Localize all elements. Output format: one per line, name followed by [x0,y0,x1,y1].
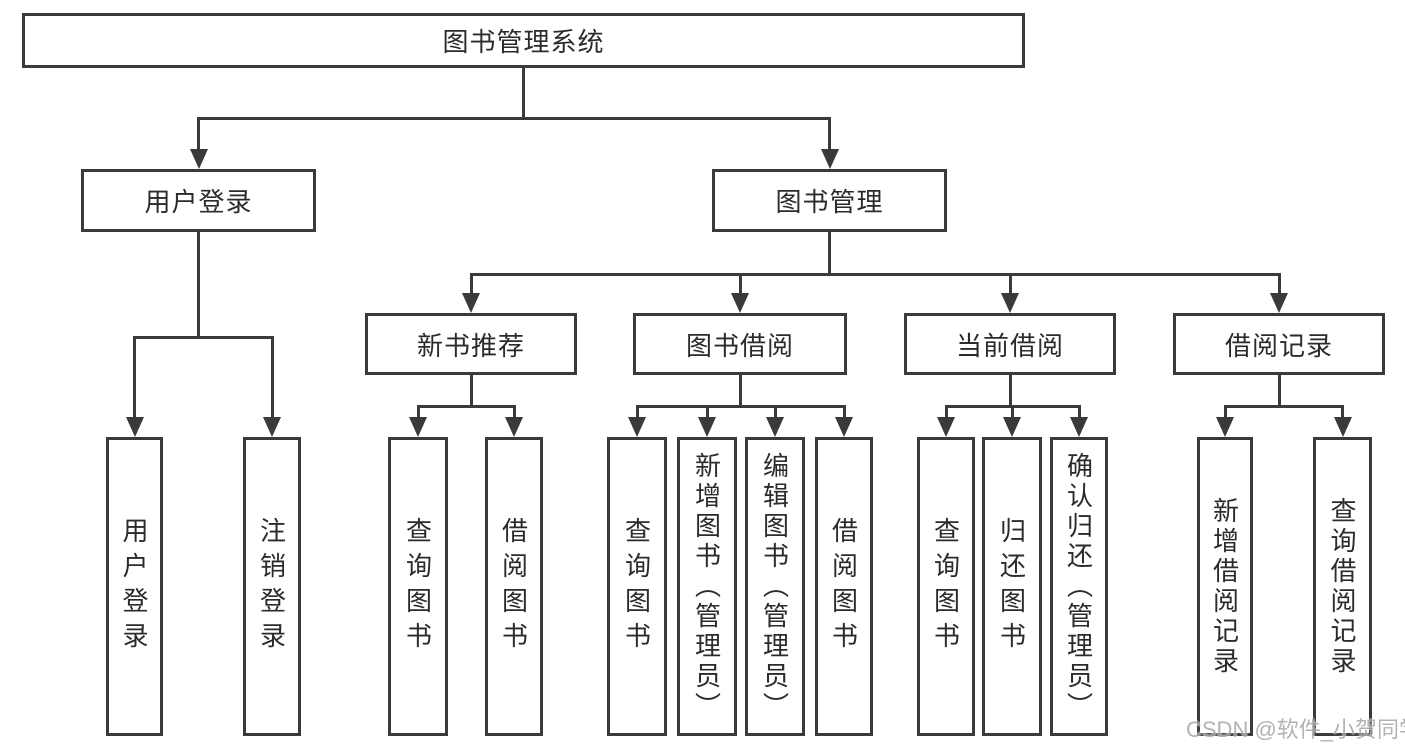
connector-userlogin-rail [133,336,274,339]
arrowhead-down-icon [126,417,144,437]
connector-shaft [197,117,200,151]
node-root: 图书管理系统 [22,13,1025,68]
node-book-management-label: 图书管理 [775,187,884,217]
node-user-login: 用户登录 [81,169,316,232]
arrowhead-down-icon [409,417,427,437]
connector-shaft [513,405,516,419]
node-book-borrowing: 图书借阅 [633,313,847,375]
leaf-return-books: 归还图书 [982,437,1042,736]
node-root-label: 图书管理系统 [442,27,605,57]
connector-shaft [739,273,742,295]
connector-shaft [1011,405,1014,419]
connector-records-stem [1278,375,1281,408]
connector-current-stem [1009,375,1012,408]
leaf-logout: 注销登录 [243,437,301,736]
leaf-borrow-books: 借阅图书 [815,437,873,736]
connector-level2-rail [470,273,1281,276]
leaf-edit-books-admin: 编辑图书（管理员） [745,437,805,736]
leaf-query-borrow-record: 查询借阅记录 [1313,437,1372,736]
node-borrowing-records: 借阅记录 [1173,313,1385,375]
arrowhead-down-icon [698,417,716,437]
arrowhead-down-icon [937,417,955,437]
leaf-borrow-books-recommend: 借阅图书 [485,437,543,736]
arrowhead-down-icon [190,149,208,169]
node-current-borrowing-label: 当前借阅 [955,330,1064,361]
leaf-confirm-return-admin: 确认归还（管理员） [1050,437,1108,736]
leaf-query-books-recommend-label: 查询图书 [402,516,433,657]
connector-shaft [774,405,777,419]
leaf-add-books-admin-label: 新增图书（管理员） [691,451,722,722]
connector-newbooks-rail [417,405,516,408]
leaf-borrow-books-recommend-label: 借阅图书 [498,516,529,657]
node-new-book-recommend-label: 新书推荐 [416,330,525,361]
leaf-query-books-recommend: 查询图书 [388,437,448,736]
connector-shaft [828,117,831,151]
node-book-management: 图书管理 [712,169,947,232]
leaf-edit-books-admin-label: 编辑图书（管理员） [759,451,790,722]
arrowhead-down-icon [821,149,839,169]
arrowhead-down-icon [1270,293,1288,313]
leaf-user-login-label: 用户登录 [119,516,149,657]
leaf-user-login: 用户登录 [106,437,163,736]
arrowhead-down-icon [1070,417,1088,437]
leaf-borrow-books-label: 借阅图书 [828,516,859,657]
node-current-borrowing: 当前借阅 [904,313,1116,375]
leaf-query-books-borrowing-label: 查询图书 [621,516,652,657]
connector-root-stem [522,68,525,120]
connector-shaft [945,405,948,419]
connector-level1-rail [197,117,831,120]
leaf-add-borrow-record: 新增借阅记录 [1197,437,1253,736]
leaf-logout-label: 注销登录 [256,516,287,657]
arrowhead-down-icon [1216,417,1234,437]
arrowhead-down-icon [462,293,480,313]
leaf-return-books-label: 归还图书 [996,516,1027,657]
arrowhead-down-icon [731,293,749,313]
connector-shaft [706,405,709,419]
connector-shaft [271,336,274,419]
leaf-query-books-current-label: 查询图书 [930,516,961,657]
leaf-query-borrow-record-label: 查询借阅记录 [1327,496,1357,677]
leaf-add-books-admin: 新增图书（管理员） [677,437,737,736]
node-borrowing-records-label: 借阅记录 [1224,330,1333,361]
arrowhead-down-icon [263,417,281,437]
connector-shaft [1278,273,1281,295]
connector-shaft [133,336,136,419]
node-user-login-label: 用户登录 [144,187,253,217]
connector-newbooks-stem [470,375,473,408]
leaf-query-books-borrowing: 查询图书 [607,437,667,736]
connector-records-rail [1224,405,1344,408]
leaf-confirm-return-admin-label: 确认归还（管理员） [1063,451,1094,722]
arrowhead-down-icon [835,417,853,437]
arrowhead-down-icon [766,417,784,437]
connector-bookmgmt-stem [828,232,831,276]
arrowhead-down-icon [1003,417,1021,437]
node-new-book-recommend: 新书推荐 [365,313,577,375]
connector-borrowing-stem [739,375,742,408]
arrowhead-down-icon [1001,293,1019,313]
leaf-add-borrow-record-label: 新增借阅记录 [1209,496,1240,677]
connector-shaft [1078,405,1081,419]
arrowhead-down-icon [505,417,523,437]
connector-shaft [1224,405,1227,419]
node-book-borrowing-label: 图书借阅 [685,330,794,361]
connector-borrowing-rail [636,405,846,408]
connector-shaft [1009,273,1012,295]
arrowhead-down-icon [628,417,646,437]
connector-shaft [636,405,639,419]
connector-shaft [417,405,420,419]
connector-shaft [470,273,473,295]
csdn-watermark: CSDN @软件_小贺同学 [1186,717,1405,742]
connector-userlogin-stem [197,232,200,339]
leaf-query-books-current: 查询图书 [917,437,975,736]
connector-shaft [843,405,846,419]
connector-shaft [1341,405,1344,419]
arrowhead-down-icon [1334,417,1352,437]
